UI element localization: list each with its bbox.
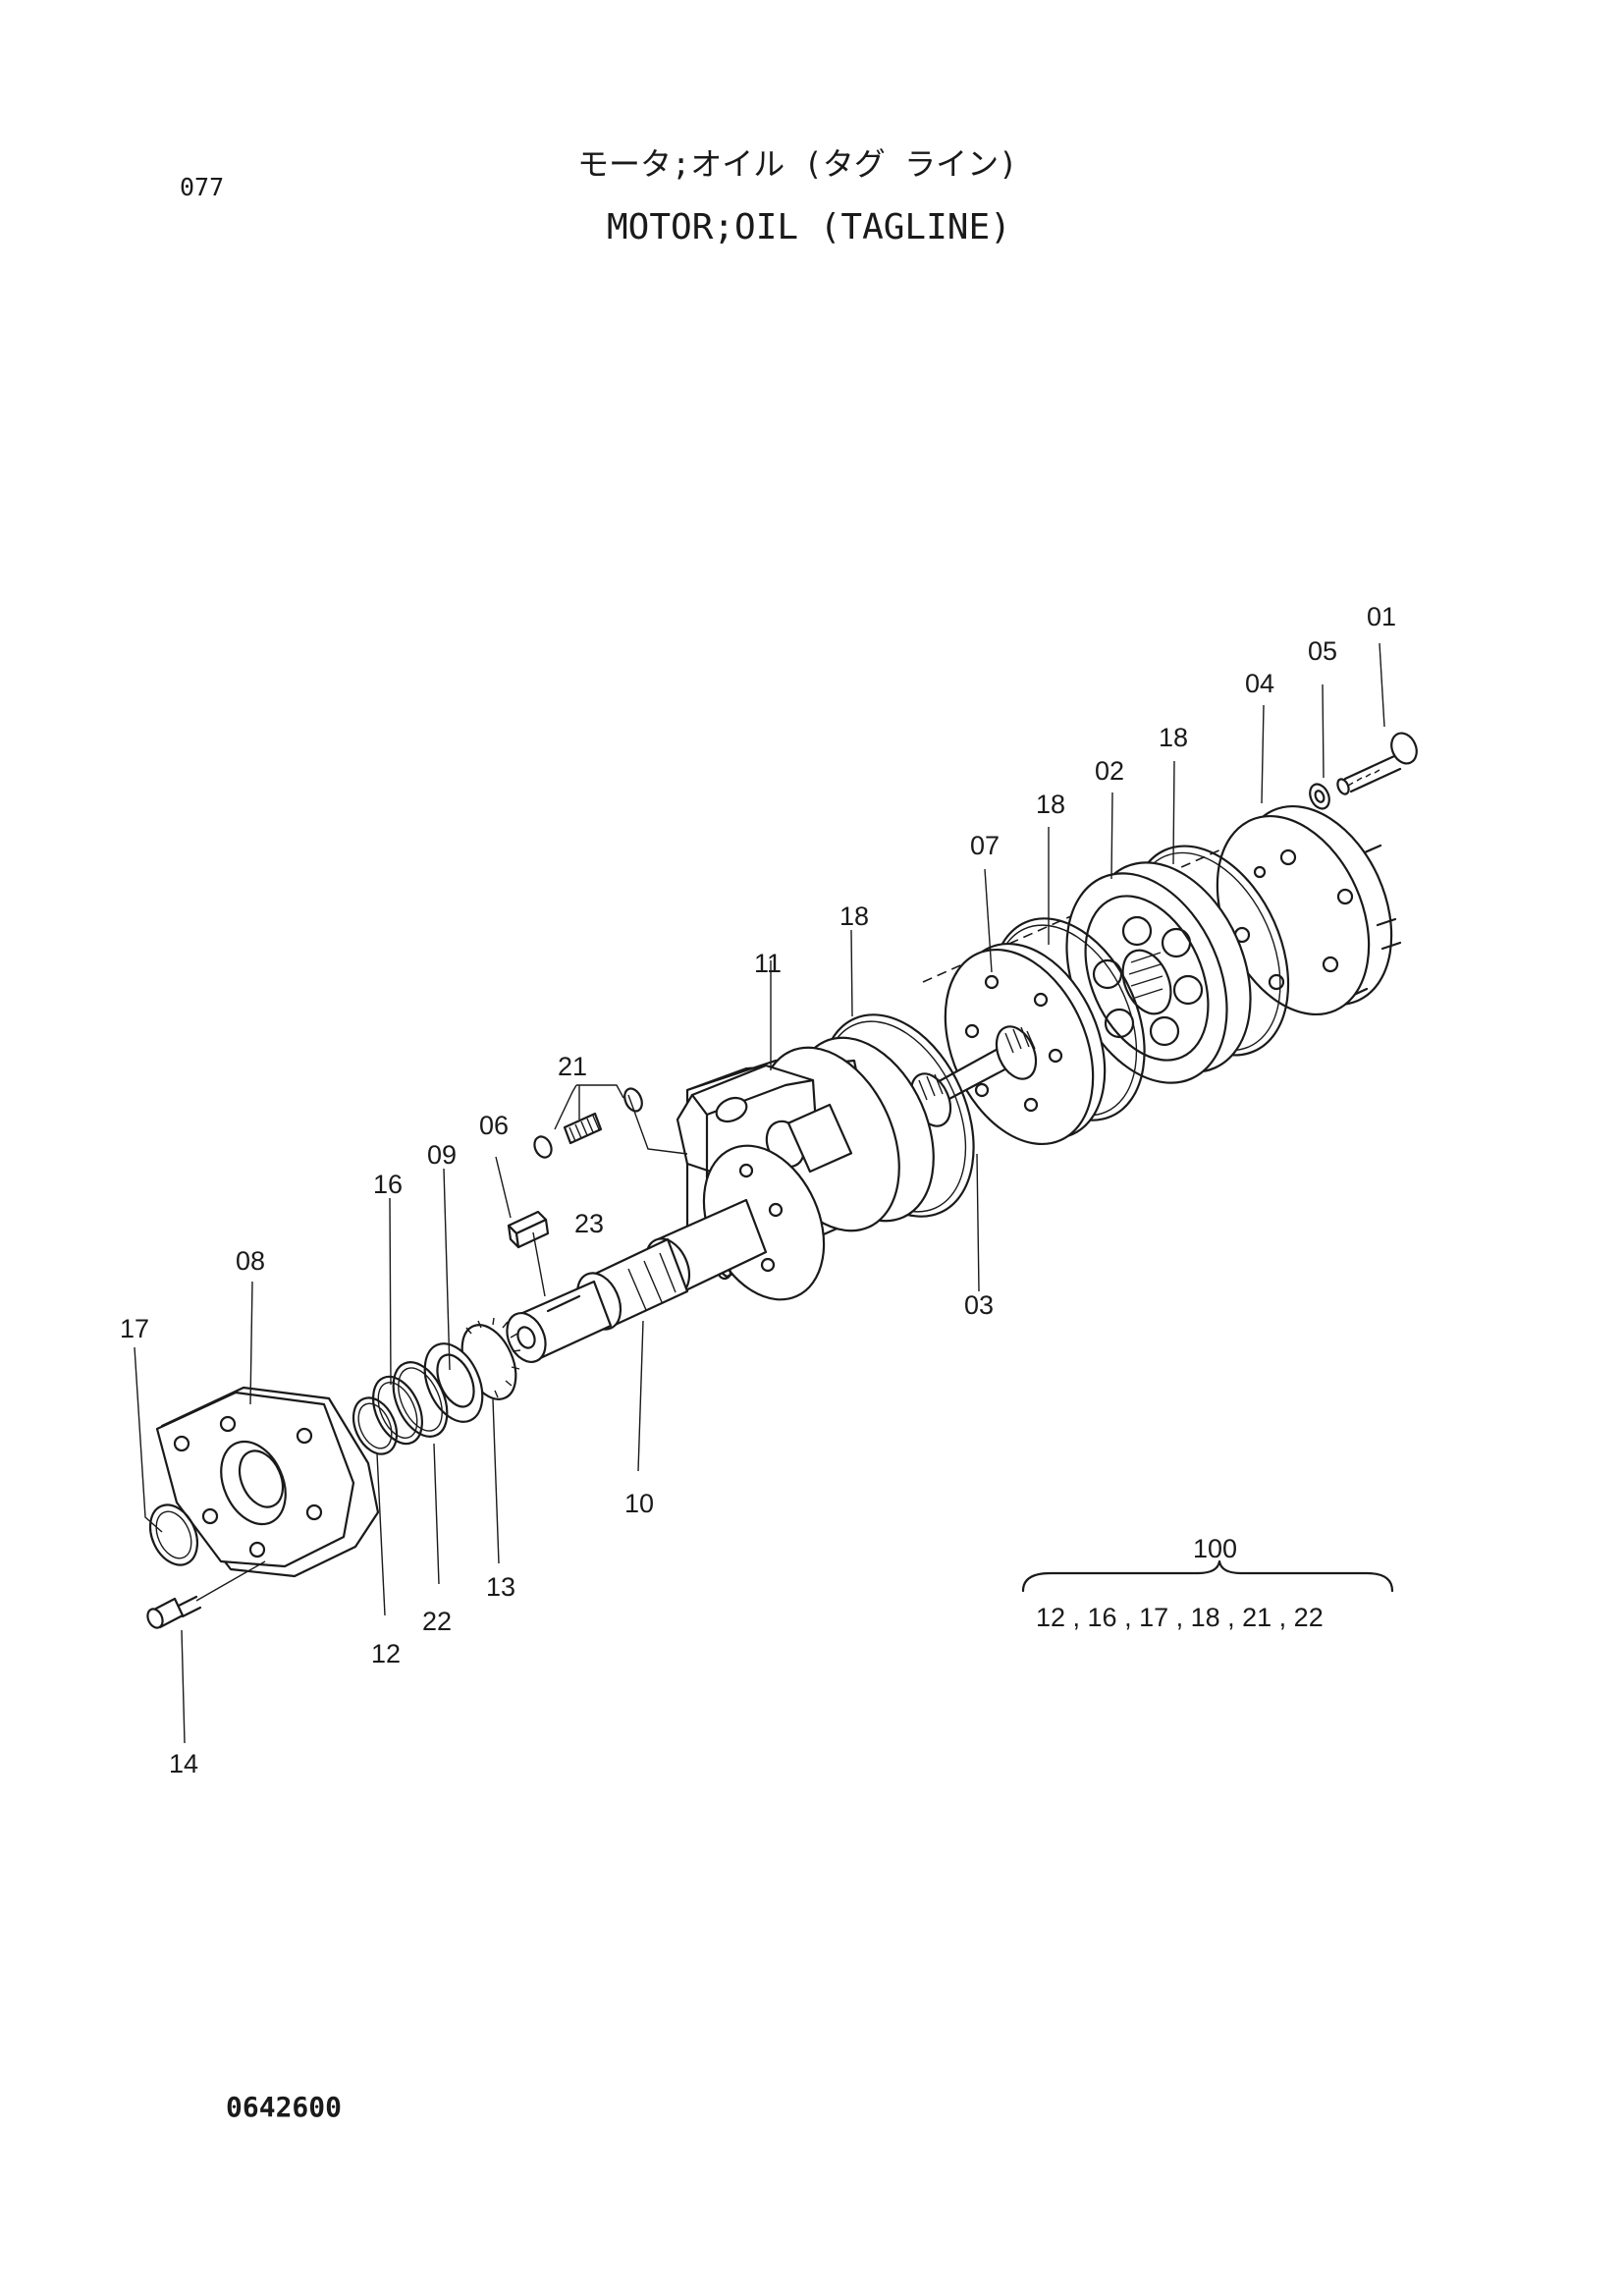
callout-08: 08 <box>236 1246 265 1276</box>
kit-brace <box>1021 1559 1394 1593</box>
callout-09: 09 <box>427 1140 457 1170</box>
callout-21: 21 <box>558 1052 587 1081</box>
part-ring-16 <box>372 1375 423 1446</box>
part-bolt-01 <box>1336 732 1418 795</box>
part-washer-05 <box>1309 783 1330 810</box>
leader-lines <box>134 642 1385 1744</box>
drawing-number: 0642600 <box>226 2091 342 2123</box>
callout-13: 13 <box>486 1572 515 1602</box>
part-oring-17 <box>148 1503 199 1566</box>
callout-05: 05 <box>1308 636 1337 666</box>
kit-contents: 12 , 16 , 17 , 18 , 21 , 22 <box>1036 1603 1324 1632</box>
callout-10: 10 <box>624 1489 654 1518</box>
part-shaft-10 <box>506 1198 768 1363</box>
part-end-cover-04 <box>1216 804 1402 1016</box>
part-orings-21 <box>533 1087 643 1159</box>
callout-02: 02 <box>1095 756 1124 786</box>
part-flange-08 <box>155 1386 380 1578</box>
callout-18-c: 18 <box>1159 723 1188 752</box>
callout-11: 11 <box>754 949 782 978</box>
part-gerotor-02 <box>1065 861 1252 1084</box>
title-japanese: モータ;オイル (タグ ライン) <box>577 145 1017 183</box>
part-spring-23 <box>563 1112 603 1145</box>
page-code: 077 <box>180 173 224 201</box>
callout-14: 14 <box>169 1749 198 1778</box>
callout-12: 12 <box>371 1639 401 1668</box>
part-bolt-14 <box>146 1595 202 1629</box>
part-ring-22 <box>392 1361 449 1438</box>
callout-16: 16 <box>373 1170 403 1199</box>
callout-18-b: 18 <box>1036 790 1065 819</box>
callout-07: 07 <box>970 831 1000 860</box>
callout-18-a: 18 <box>839 902 869 931</box>
callout-22: 22 <box>422 1607 452 1636</box>
callout-06: 06 <box>479 1111 509 1140</box>
callout-04: 04 <box>1245 669 1274 698</box>
part-ring-12 <box>352 1396 399 1455</box>
part-key-06 <box>507 1210 550 1249</box>
part-ring-09 <box>423 1342 484 1423</box>
kit-number: 100 <box>1193 1534 1237 1563</box>
callout-01: 01 <box>1367 602 1396 631</box>
kit-100-group: 100 12 , 16 , 17 , 18 , 21 , 22 <box>1021 1534 1394 1632</box>
callout-03: 03 <box>964 1290 994 1320</box>
title-english: MOTOR;OIL (TAGLINE) <box>607 207 1011 247</box>
callout-23: 23 <box>574 1209 604 1238</box>
callout-17: 17 <box>120 1314 149 1343</box>
